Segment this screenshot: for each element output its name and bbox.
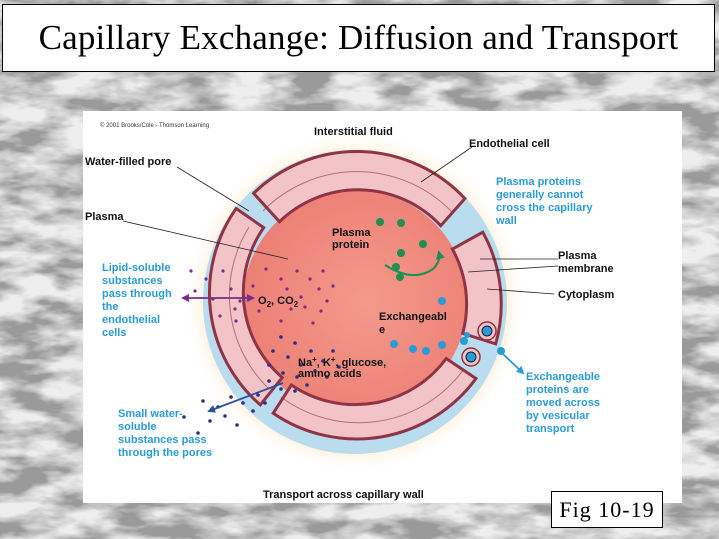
endothelial-wall bbox=[207, 150, 503, 441]
svg-text:Small water-: Small water- bbox=[118, 408, 183, 420]
label-plasma-protein-1: Plasma bbox=[332, 227, 371, 239]
slide-title: Capillary Exchange: Diffusion and Transp… bbox=[38, 18, 679, 57]
label-ions-line2: amino acids bbox=[298, 368, 362, 380]
note-proteins-cannot-cross: Plasma proteins generally cannot cross t… bbox=[495, 176, 593, 227]
note-small-water-soluble: Small water- soluble substances pass thr… bbox=[118, 408, 212, 459]
diagram-caption: Transport across capillary wall bbox=[263, 489, 424, 501]
endothelial-cell-top bbox=[251, 150, 467, 228]
svg-text:substances pass: substances pass bbox=[118, 434, 207, 446]
label-ions-line1: Na+, K+, glucose, bbox=[298, 355, 386, 369]
svg-text:Lipid-soluble: Lipid-soluble bbox=[102, 262, 170, 274]
svg-text:substances: substances bbox=[102, 275, 163, 287]
svg-text:Exchangeable: Exchangeable bbox=[526, 371, 600, 383]
svg-text:cells: cells bbox=[102, 327, 126, 339]
plasma-protein-dots bbox=[376, 218, 427, 281]
vesicles bbox=[461, 321, 497, 367]
water-soluble-arrow bbox=[207, 382, 284, 413]
label-exchangeable-1: Exchangeabl bbox=[379, 311, 447, 323]
svg-text:transport: transport bbox=[526, 423, 575, 435]
label-interstitial-fluid: Interstitial fluid bbox=[314, 126, 393, 138]
water-soluble-dots bbox=[182, 335, 341, 435]
label-plasma-membrane-1: Plasma bbox=[558, 250, 597, 262]
label-water-filled-pore: Water-filled pore bbox=[85, 156, 171, 168]
endothelial-cell-left bbox=[207, 206, 285, 408]
svg-text:pass through: pass through bbox=[102, 288, 172, 300]
label-exchangeable-2: e bbox=[379, 324, 385, 336]
plasma-protein-arrow bbox=[384, 250, 445, 276]
vesicular-transport-arrow bbox=[502, 353, 525, 375]
svg-text:the: the bbox=[102, 301, 119, 313]
leader-lines bbox=[122, 146, 559, 295]
capillary-diagram: © 2001 Brooks/Cole - Thomson Learning bbox=[85, 122, 614, 501]
label-plasma-protein-2: protein bbox=[332, 239, 370, 251]
svg-text:soluble: soluble bbox=[118, 421, 157, 433]
endothelial-cell-right bbox=[450, 230, 503, 346]
svg-text:Plasma proteins: Plasma proteins bbox=[496, 176, 581, 188]
figure-number-label: Fig 10-19 bbox=[551, 491, 663, 528]
svg-text:generally cannot: generally cannot bbox=[496, 189, 584, 201]
label-plasma: Plasma bbox=[85, 211, 124, 223]
label-plasma-membrane-2: membrane bbox=[558, 263, 614, 275]
svg-text:proteins are: proteins are bbox=[526, 384, 589, 396]
svg-text:by vesicular: by vesicular bbox=[526, 410, 590, 422]
note-vesicular-transport: Exchangeable proteins are moved across b… bbox=[526, 371, 600, 435]
note-lipid-soluble: Lipid-soluble substances pass through th… bbox=[102, 262, 172, 339]
exchangeable-protein-dots bbox=[390, 297, 505, 355]
copyright-text: © 2001 Brooks/Cole - Thomson Learning bbox=[100, 122, 209, 129]
svg-text:through the pores: through the pores bbox=[118, 447, 212, 459]
figure-panel: © 2001 Brooks/Cole - Thomson Learning bbox=[83, 111, 682, 503]
label-gases: O2, CO2 bbox=[258, 295, 299, 309]
plasma-lumen bbox=[243, 190, 467, 414]
endothelial-cell-bottom bbox=[271, 356, 479, 441]
svg-text:cross the capillary: cross the capillary bbox=[496, 202, 593, 214]
label-endothelial-cell: Endothelial cell bbox=[469, 138, 550, 150]
label-cytoplasm: Cytoplasm bbox=[558, 289, 614, 301]
svg-text:wall: wall bbox=[495, 215, 517, 227]
slide-title-box: Capillary Exchange: Diffusion and Transp… bbox=[2, 4, 715, 72]
svg-text:endothelial: endothelial bbox=[102, 314, 160, 326]
svg-text:moved across: moved across bbox=[526, 397, 600, 409]
